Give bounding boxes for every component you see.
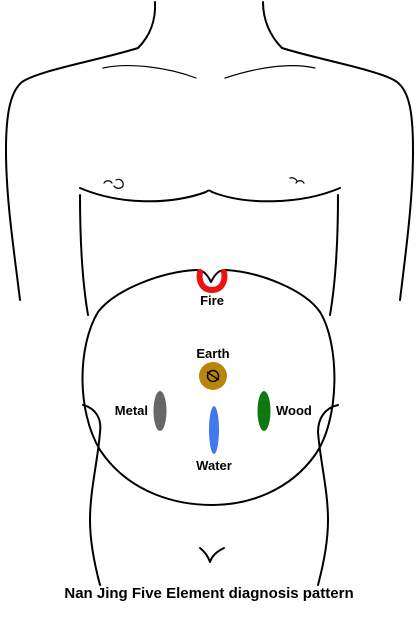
fire-label: Fire	[200, 293, 224, 308]
left-nipple	[103, 178, 124, 189]
right-inner-arm-line	[329, 194, 339, 316]
circle-with-diagonal-slash-icon	[206, 369, 220, 383]
groin-mark	[199, 547, 225, 563]
right-shoulder-outline	[281, 47, 414, 301]
water-mark	[209, 406, 219, 454]
left-waist-line	[82, 404, 102, 586]
caption: Nan Jing Five Element diagnosis pattern	[64, 585, 353, 602]
left-clavicle-line	[102, 65, 197, 79]
wood-mark	[257, 391, 271, 431]
left-shoulder-outline	[5, 47, 139, 301]
right-pectoral-outline	[211, 187, 341, 203]
right-waist-line	[317, 404, 339, 586]
right-nipple	[289, 177, 305, 184]
wood-label: Wood	[276, 403, 312, 418]
metal-label: Metal	[115, 403, 148, 418]
left-pectoral-outline	[79, 187, 213, 203]
earth-label: Earth	[196, 346, 229, 361]
water-label: Water	[196, 458, 232, 473]
neck-right-outline	[262, 1, 283, 49]
metal-mark	[153, 391, 167, 431]
neck-left-outline	[137, 1, 157, 49]
right-clavicle-line	[224, 65, 316, 79]
fire-mark	[196, 269, 228, 294]
left-inner-arm-line	[79, 194, 89, 316]
abdomen-circle	[81, 269, 336, 506]
